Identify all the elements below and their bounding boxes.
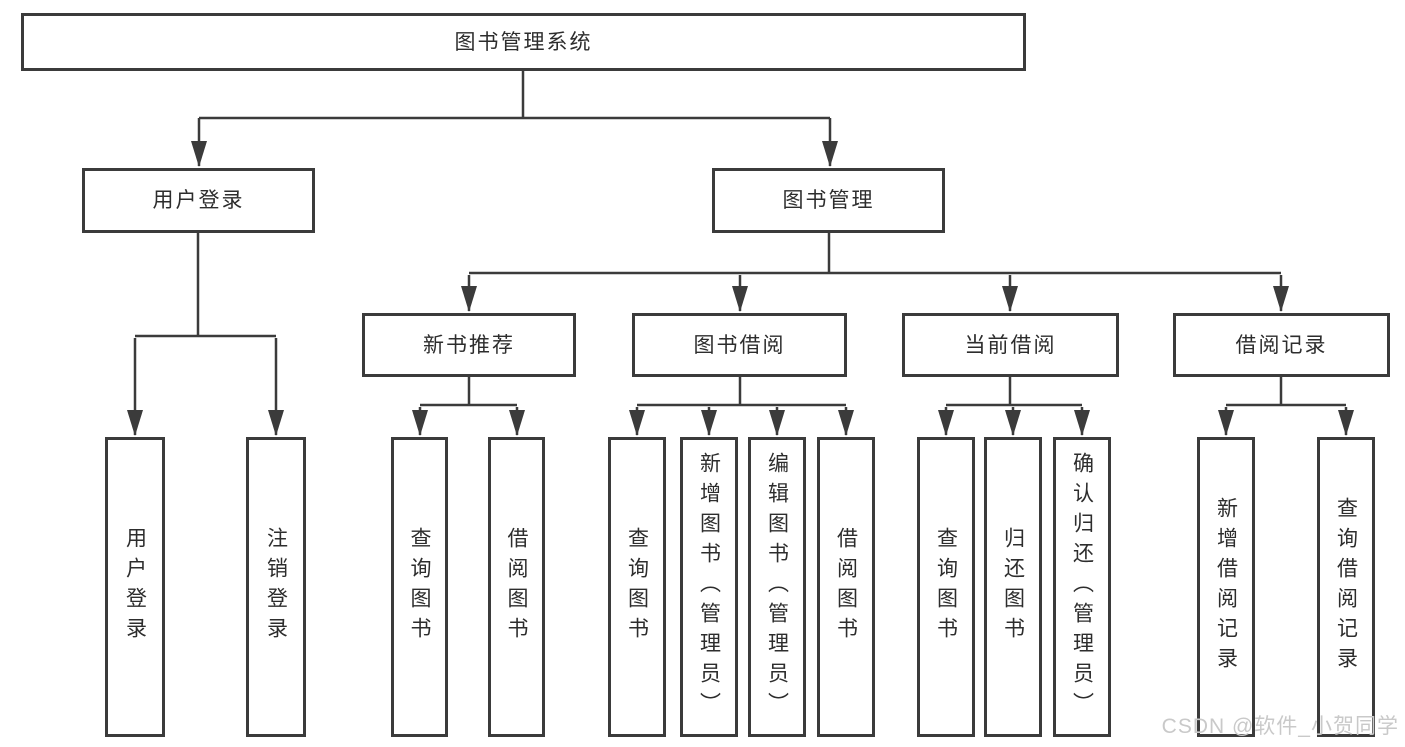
leaf-borrow-add-admin: 新增图书（管理员） xyxy=(680,437,738,737)
leaf-newbooks-query-label: 查询图书 xyxy=(408,527,431,647)
node-new-books-label: 新书推荐 xyxy=(423,333,515,357)
leaf-newbooks-borrow-label: 借阅图书 xyxy=(505,527,528,647)
leaf-borrow-add-admin-label: 新增图书（管理员） xyxy=(697,452,721,722)
leaf-current-return-label: 归还图书 xyxy=(1001,527,1025,647)
node-borrow-records: 借阅记录 xyxy=(1173,313,1390,377)
leaf-borrow-borrow-label: 借阅图书 xyxy=(834,527,858,647)
connector-segments xyxy=(135,71,1346,407)
node-book-mgmt: 图书管理 xyxy=(712,168,945,233)
leaf-current-confirm-admin-label: 确认归还（管理员） xyxy=(1070,452,1094,722)
leaf-user-login-label: 用户登录 xyxy=(123,527,147,647)
leaf-newbooks-borrow: 借阅图书 xyxy=(488,437,545,737)
leaf-borrow-query-label: 查询图书 xyxy=(625,527,649,647)
leaf-borrow-query: 查询图书 xyxy=(608,437,666,737)
leaf-records-add: 新增借阅记录 xyxy=(1197,437,1255,737)
node-current-borrow: 当前借阅 xyxy=(902,313,1119,377)
leaf-borrow-edit-admin-label: 编辑图书（管理员） xyxy=(765,452,789,722)
leaf-records-add-label: 新增借阅记录 xyxy=(1214,497,1238,677)
node-book-borrow: 图书借阅 xyxy=(632,313,847,377)
node-user-login-label: 用户登录 xyxy=(152,189,245,212)
leaf-current-query-label: 查询图书 xyxy=(934,527,958,647)
node-new-books: 新书推荐 xyxy=(362,313,576,377)
node-user-login: 用户登录 xyxy=(82,168,315,233)
node-root-label: 图书管理系统 xyxy=(454,30,593,54)
leaf-logout-label: 注销登录 xyxy=(264,527,288,647)
node-root: 图书管理系统 xyxy=(21,13,1026,71)
node-current-borrow-label: 当前借阅 xyxy=(964,333,1057,357)
node-book-mgmt-label: 图书管理 xyxy=(782,189,875,212)
node-borrow-records-label: 借阅记录 xyxy=(1235,333,1328,357)
leaf-newbooks-query: 查询图书 xyxy=(391,437,448,737)
leaf-records-query-label: 查询借阅记录 xyxy=(1334,497,1358,677)
leaf-current-query: 查询图书 xyxy=(917,437,975,737)
leaf-borrow-edit-admin: 编辑图书（管理员） xyxy=(748,437,806,737)
leaf-current-return: 归还图书 xyxy=(984,437,1042,737)
leaf-records-query: 查询借阅记录 xyxy=(1317,437,1375,737)
node-book-borrow-label: 图书借阅 xyxy=(693,333,786,357)
leaf-user-login: 用户登录 xyxy=(105,437,165,737)
leaf-borrow-borrow: 借阅图书 xyxy=(817,437,875,737)
watermark: CSDN @软件_小贺同学 xyxy=(1161,715,1399,738)
leaf-logout: 注销登录 xyxy=(246,437,306,737)
leaf-current-confirm-admin: 确认归还（管理员） xyxy=(1053,437,1111,737)
